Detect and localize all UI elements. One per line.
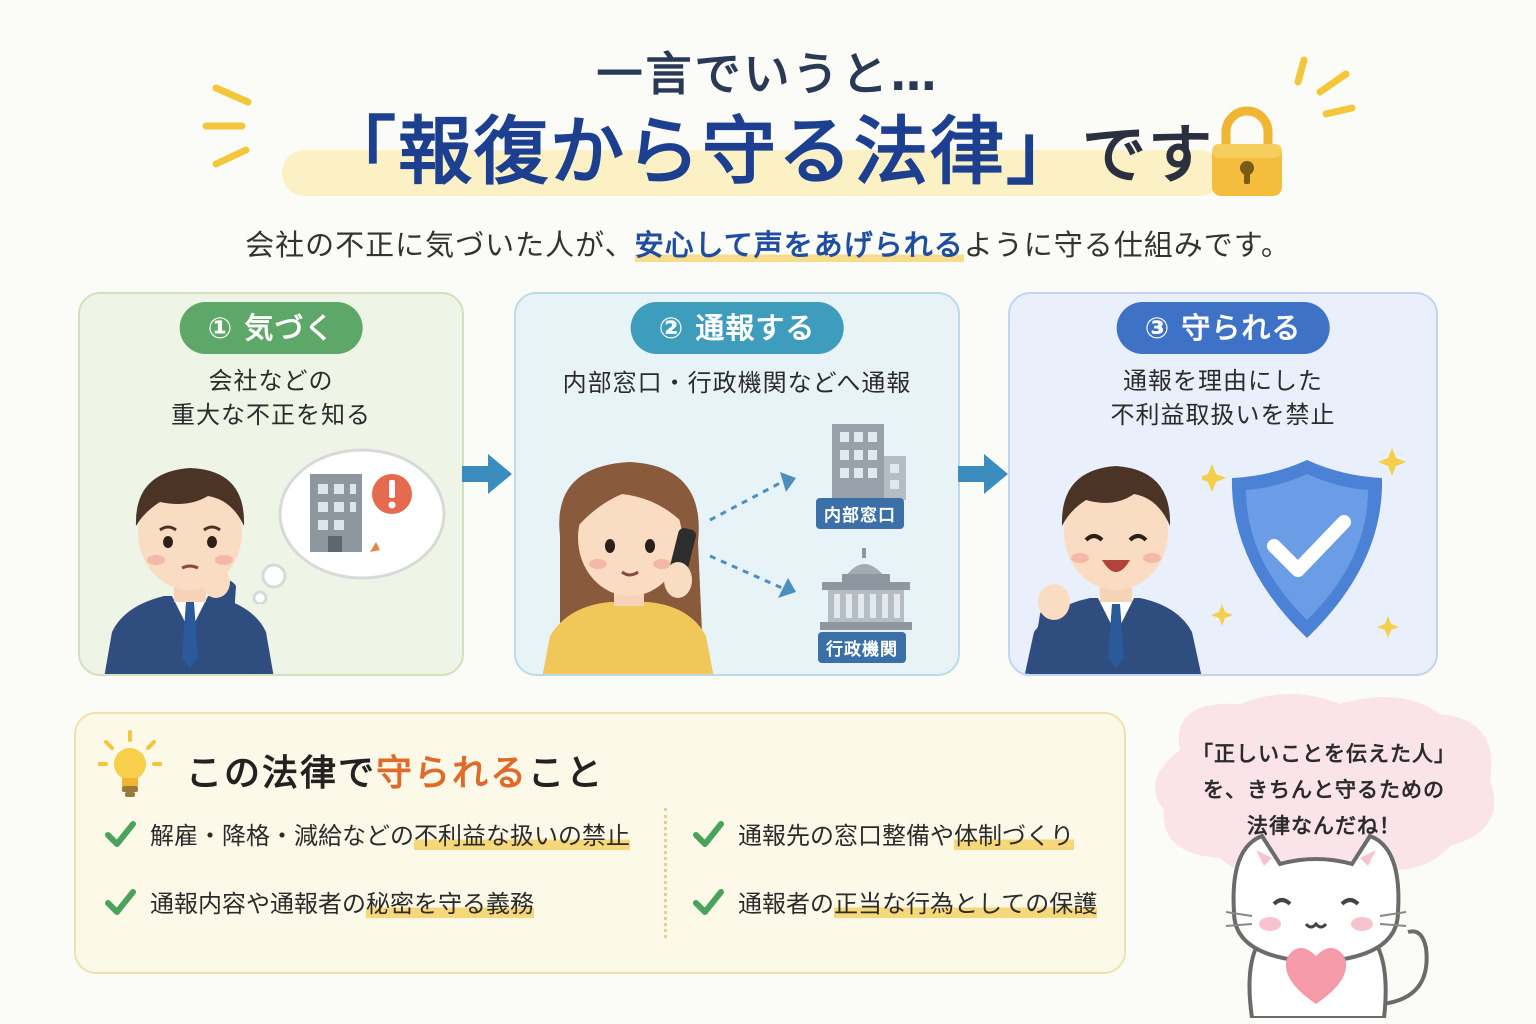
right-sparkle-icon: [1294, 56, 1356, 118]
subline: 会社の不正に気づいた人が、安心して声をあげられるように守る仕組みです。: [0, 222, 1536, 264]
sparkle-icon: [1202, 448, 1406, 638]
dashed-arrows: [709, 472, 796, 598]
worried-man-illustration: [104, 468, 274, 674]
lock-icon: [1212, 106, 1282, 196]
left-sparkle-icon: [202, 84, 252, 168]
speech-bubble-text: 「正しいことを伝えた人」 を、きちんと守るための 法律なんだね！: [1162, 736, 1486, 844]
item-highlight: 正当な行為としての保護: [834, 890, 1098, 918]
subline-highlight: 安心して声をあげられる: [634, 228, 964, 262]
bubble-line: を、きちんと守るための: [1203, 778, 1445, 802]
step-label: ② 通報する: [630, 302, 844, 354]
speech-bubble: [1155, 694, 1495, 878]
protection-item: 解雇・降格・減給などの不利益な扱いの禁止: [104, 816, 630, 851]
step-label: ③ 守られる: [1116, 302, 1330, 354]
headline-main: 「報復から守る法律」: [322, 109, 1082, 195]
headline-highlight-bar: [282, 150, 1222, 196]
shield-check-icon: [1202, 448, 1406, 638]
item-text: 解雇・降格・減給などの: [150, 822, 414, 850]
step-desc-line1: 会社などの: [208, 367, 334, 395]
tag-government: 行政機関: [818, 632, 906, 663]
step-desc-line1: 通報を理由にした: [1123, 367, 1323, 395]
arrow-right-icon: [462, 454, 512, 494]
cat-illustration: [1225, 833, 1429, 1018]
step-label: ① 気づく: [179, 302, 363, 354]
step-panel-notice: ① 気づく 会社などの 重大な不正を知る: [78, 292, 464, 676]
check-icon: [693, 888, 724, 915]
item-highlight: 秘密を守る義務: [366, 890, 534, 918]
bubble-line: 「正しいことを伝えた人」: [1192, 742, 1456, 766]
step-desc-line1: 内部窓口・行政機関などへ通報: [562, 369, 912, 397]
title-after: こと: [528, 753, 605, 794]
check-icon: [105, 820, 136, 847]
subline-after: ように守る仕組みです。: [963, 228, 1291, 262]
headline-tail: です: [1082, 119, 1214, 193]
alert-icon: [372, 474, 412, 514]
building-icon: [310, 474, 362, 552]
protection-item: 通報内容や通報者の秘密を守る義務: [104, 884, 534, 919]
protections-title: この法律で守られること: [186, 744, 604, 796]
lead-text: 一言でいうと…: [596, 47, 940, 101]
happy-man-illustration: [1024, 466, 1202, 674]
title-before: この法律で: [186, 753, 377, 794]
step-desc-line2: 重大な不正を知る: [171, 401, 371, 429]
check-icon: [105, 888, 136, 915]
protection-item: 通報先の窓口整備や体制づくり: [692, 816, 1074, 851]
item-highlight: 体制づくり: [954, 822, 1074, 850]
subline-before: 会社の不正に気づいた人が、: [245, 228, 635, 262]
government-building-icon: [820, 548, 912, 630]
tag-internal: 内部窓口: [816, 498, 904, 529]
arrow-right-icon: [958, 454, 1008, 494]
bubble-line: 法律なんだね！: [1247, 814, 1401, 838]
item-text: 通報先の窓口整備や: [738, 822, 954, 850]
step-panel-protected: ③ 守られる 通報を理由にした 不利益取扱いを禁止: [1008, 292, 1438, 676]
item-text: 通報者の: [738, 890, 834, 918]
woman-phone-illustration: [542, 462, 714, 674]
lightbulb-icon: [98, 730, 162, 797]
item-highlight: 不利益な扱いの禁止: [414, 822, 630, 850]
page-title: 「報復から守る法律」です: [0, 92, 1536, 199]
protections-divider: [664, 808, 667, 938]
step-panel-report: ② 通報する 内部窓口・行政機関などへ通報 内部窓口: [514, 292, 960, 676]
step-desc-line2: 不利益取扱いを禁止: [1110, 401, 1336, 429]
protection-item: 通報者の正当な行為としての保護: [692, 884, 1098, 919]
check-icon: [693, 820, 724, 847]
title-highlight: 守られる: [376, 753, 529, 794]
item-text: 通報内容や通報者の: [150, 890, 366, 918]
thought-bubble: [252, 448, 446, 604]
building-icon: [832, 424, 906, 500]
